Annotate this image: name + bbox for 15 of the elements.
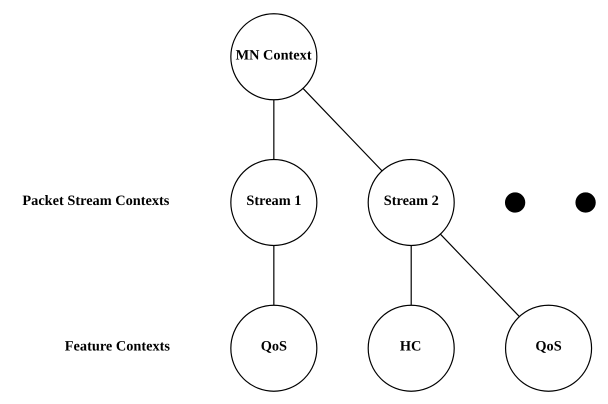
connector (302, 88, 382, 171)
label: Feature Contexts (64, 338, 170, 354)
connector (273, 99, 274, 159)
node-circle (575, 192, 596, 212)
node-circle: Stream 1 (230, 158, 318, 246)
node-circle: QoS (230, 304, 318, 392)
connector (410, 245, 412, 304)
node-circle (504, 192, 526, 212)
node-circle: Stream 2 (368, 158, 455, 246)
label: Packet Stream Contexts (22, 192, 170, 209)
node-circle: HC (368, 304, 455, 392)
node-circle: QoS (504, 304, 592, 392)
connector (273, 245, 274, 304)
connector (440, 234, 520, 316)
node-circle: MN Context (230, 12, 318, 100)
